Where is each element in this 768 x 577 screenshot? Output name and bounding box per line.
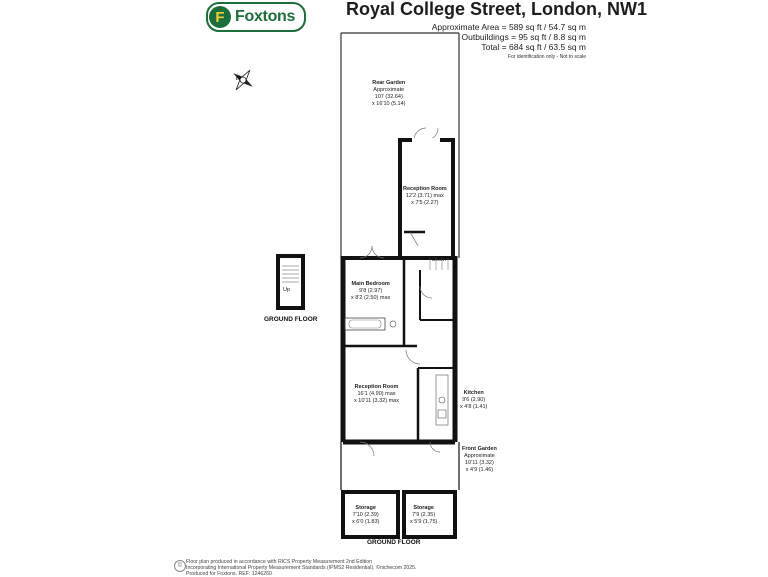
footer-line-1: Floor plan produced in accordance with R… — [186, 559, 372, 565]
logo-badge: F — [209, 6, 231, 28]
footer-notes: Floor plan produced in accordance with R… — [186, 559, 416, 577]
front-garden — [340, 442, 460, 490]
property-title: Royal College Street, London, NW1 — [346, 0, 648, 19]
compass-letter: N — [236, 76, 241, 82]
rear-garden-label: Rear Garden Approximate 107 (32.64) x 16… — [372, 80, 406, 107]
rear-garden — [340, 32, 460, 258]
kitchen-label: Kitchen 9'6 (2.90) x 4'8 (1.41) — [460, 390, 488, 410]
kitchen-units — [435, 374, 449, 426]
stairs-down — [429, 258, 449, 270]
reception-lower-label: Reception Room 16'1 (4.90) max x 10'11 (… — [354, 384, 399, 404]
outbuildings-area: Outbuildings = 95 sq ft / 8.8 sq m — [461, 32, 587, 42]
reception-upper-label: Reception Room 12'2 (3.71) max x 7'5 (2.… — [403, 186, 447, 206]
main-floor-label: GROUND FLOOR — [367, 539, 421, 546]
scale-disclaimer: For identification only - Not to scale — [507, 54, 586, 60]
approx-area: Approximate Area = 589 sq ft / 54.7 sq m — [431, 22, 586, 32]
footer-line-2: Incorporating International Property Mea… — [186, 565, 417, 571]
stairs-up-label: Up — [283, 287, 291, 293]
storage-left-label: Storage 7'10 (2.39) x 6'0 (1.83) — [352, 505, 380, 525]
main-house — [340, 256, 458, 445]
bathroom-fixtures — [344, 317, 397, 331]
door-swings — [359, 245, 441, 457]
foxtons-logo: F Foxtons — [206, 2, 306, 32]
main-bedroom-label: Main Bedroom 9'8 (2.97) x 8'2 (2.50) max — [351, 281, 391, 301]
front-garden-label: Front Garden Approximate 10'11 (3.32) x … — [462, 446, 497, 473]
storage-right-label: Storage 7'9 (2.35) x 5'9 (1.75) — [410, 505, 438, 525]
north-arrow-icon — [233, 69, 253, 91]
outbuilding — [276, 254, 305, 310]
outbuilding-floor-label: GROUND FLOOR — [264, 316, 318, 323]
stairs-down-label: Down — [432, 257, 447, 263]
storage-units — [341, 490, 457, 539]
total-area: Total = 684 sq ft / 63.5 sq m — [481, 42, 586, 52]
logo-wordmark: Foxtons — [235, 8, 296, 25]
copyright-icon: © — [174, 560, 186, 572]
footer-line-3: Produced for Foxtons. REF: 1246260 — [186, 571, 272, 577]
